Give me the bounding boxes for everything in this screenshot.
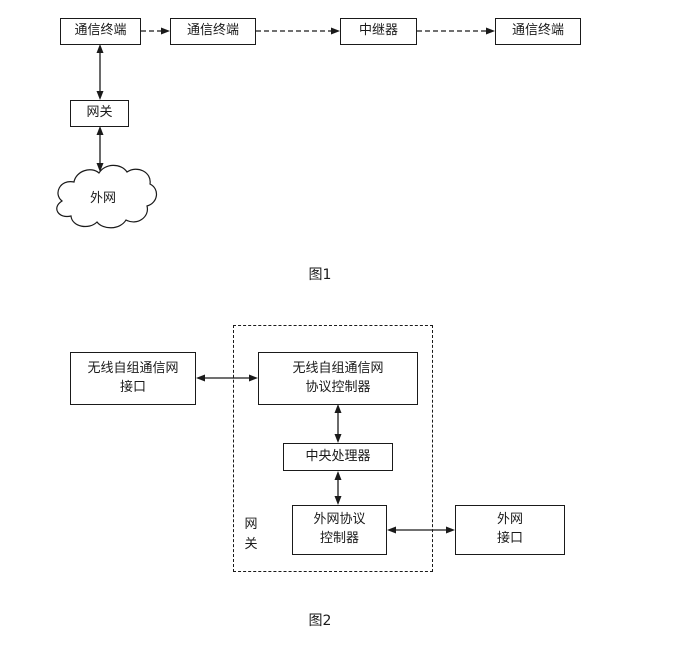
node-central-processor: 中央处理器 (283, 443, 393, 471)
node-label: 网关 (86, 105, 113, 121)
node-extnet-interface: 外网 接口 (455, 505, 565, 555)
node-label-line2: 协议控制器 (305, 379, 371, 395)
node-label-line2: 接口 (496, 531, 523, 546)
arrow-extnetcontroller-extnetinterface (387, 526, 455, 534)
figure2-caption: 图2 (308, 613, 332, 629)
arrow-terminal1-gateway (96, 44, 104, 100)
cloud-shape (56, 164, 157, 229)
gateway-label-line1: 网 (244, 517, 258, 532)
node-communication-terminal-3: 通信终端 (495, 18, 581, 45)
node-extnet-protocol-controller: 外网协议 控制器 (292, 505, 387, 555)
arrow-adhoccontroller-cpu (334, 404, 342, 443)
gateway-dashed-container (233, 325, 433, 572)
node-label: 通信终端 (186, 23, 239, 39)
node-communication-terminal-1: 通信终端 (60, 18, 141, 45)
arrow-repeater-terminal3 (417, 27, 495, 35)
gateway-label-line2: 关 (244, 536, 258, 552)
node-label-line1: 外网协议 (313, 512, 366, 528)
node-label: 通信终端 (511, 23, 564, 39)
node-label-line2: 接口 (119, 379, 146, 395)
arrow-cpu-extnetcontroller (334, 471, 342, 505)
gateway-container-label: 网 关 (240, 515, 262, 554)
node-gateway: 网关 (70, 100, 129, 127)
node-label-line2: 控制器 (319, 531, 359, 546)
node-label-line1: 无线自组通信网 (87, 360, 179, 376)
node-adhoc-protocol-controller: 无线自组通信网 协议控制器 (258, 352, 418, 405)
node-label: 通信终端 (74, 23, 127, 39)
node-repeater: 中继器 (340, 18, 417, 45)
node-label: 中继器 (358, 23, 398, 39)
arrow-terminal2-repeater (256, 27, 340, 35)
arrow-terminal1-terminal2 (141, 27, 170, 35)
node-label: 中央处理器 (305, 448, 371, 464)
node-adhoc-network-interface: 无线自组通信网 接口 (70, 352, 196, 405)
arrow-adhocinterface-adhoccontroller (196, 374, 258, 382)
node-label-line1: 外网 (496, 512, 523, 528)
node-communication-terminal-2: 通信终端 (170, 18, 256, 45)
arrow-gateway-externalnet (96, 126, 104, 172)
figure1-caption: 图1 (308, 267, 332, 283)
external-network-label: 外网 (89, 191, 116, 206)
node-label-line1: 无线自组通信网 (292, 360, 384, 376)
